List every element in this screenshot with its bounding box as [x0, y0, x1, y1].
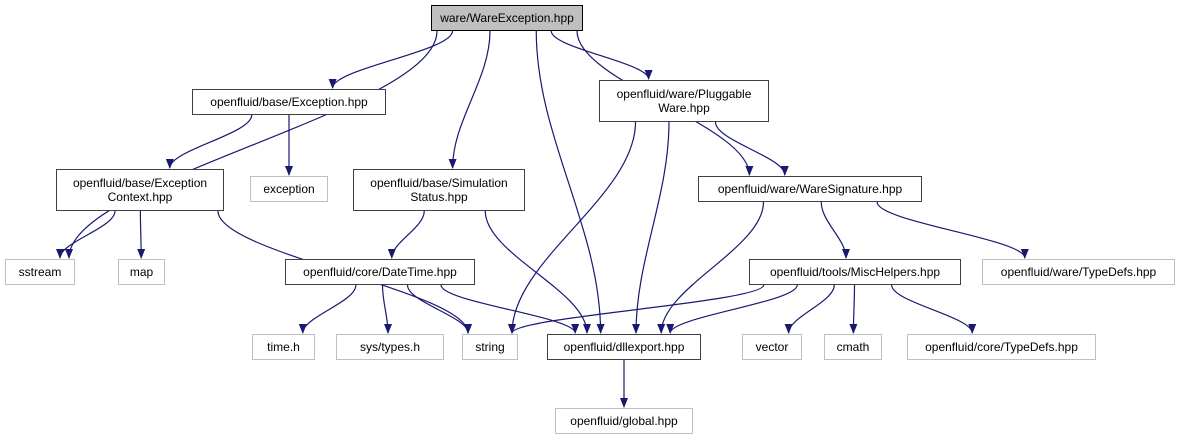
edge-exception-context-to-map — [137, 210, 146, 259]
edge-datetime-to-dllexport — [440, 284, 580, 334]
edge-root-to-base-exception — [328, 30, 454, 89]
edge-mischelpers-to-cmath — [849, 284, 858, 334]
edge-ware-signature-to-ware-typedefs — [876, 201, 1029, 259]
node-sys-types: sys/types.h — [336, 334, 444, 360]
edge-mischelpers-to-vector — [784, 284, 835, 334]
node-map: map — [118, 259, 165, 285]
edge-root-to-pluggable-ware — [550, 30, 653, 80]
edge-ware-signature-to-dllexport — [657, 201, 765, 334]
node-core-typedefs: openfluid/core/TypeDefs.hpp — [907, 334, 1096, 360]
node-cmath: cmath — [824, 334, 882, 360]
edge-simulation-status-to-datetime — [387, 210, 425, 259]
edge-datetime-to-time-h — [298, 284, 357, 334]
edge-pluggable-ware-to-ware-signature — [714, 121, 789, 176]
node-exception-context[interactable]: openfluid/base/Exception Context.hpp — [56, 169, 224, 211]
node-simulation-status[interactable]: openfluid/base/Simulation Status.hpp — [353, 169, 525, 211]
edge-mischelpers-to-dllexport — [666, 284, 798, 334]
node-datetime[interactable]: openfluid/core/DateTime.hpp — [285, 259, 475, 285]
edge-base-exception-to-exception-context — [165, 114, 253, 169]
node-dllexport[interactable]: openfluid/dllexport.hpp — [547, 334, 701, 360]
node-vector: vector — [742, 334, 802, 360]
node-string: string — [462, 334, 518, 360]
node-mischelpers[interactable]: openfluid/tools/MiscHelpers.hpp — [749, 259, 961, 285]
node-pluggable-ware[interactable]: openfluid/ware/Pluggable Ware.hpp — [599, 80, 769, 122]
edge-pluggable-ware-to-string — [508, 121, 637, 334]
node-ware-typedefs: openfluid/ware/TypeDefs.hpp — [982, 259, 1175, 285]
edge-ware-signature-to-mischelpers — [820, 201, 850, 259]
edge-datetime-to-sys-types — [381, 284, 392, 334]
node-exception: exception — [250, 176, 328, 202]
edge-datetime-to-string — [406, 284, 472, 334]
edge-root-to-dllexport — [535, 30, 605, 334]
edge-root-to-simulation-status — [448, 30, 491, 169]
edge-root-to-sstream — [65, 30, 438, 259]
edge-exception-context-to-sstream — [56, 210, 116, 259]
edge-pluggable-ware-to-dllexport — [632, 121, 670, 334]
node-base-exception[interactable]: openfluid/base/Exception.hpp — [192, 89, 386, 115]
node-global: openfluid/global.hpp — [555, 408, 693, 434]
node-root[interactable]: ware/WareException.hpp — [431, 5, 583, 31]
node-ware-signature[interactable]: openfluid/ware/WareSignature.hpp — [698, 176, 922, 202]
node-sstream: sstream — [5, 259, 75, 285]
edge-mischelpers-to-string — [508, 284, 765, 334]
edge-mischelpers-to-core-typedefs — [891, 284, 977, 334]
node-time-h: time.h — [252, 334, 315, 360]
